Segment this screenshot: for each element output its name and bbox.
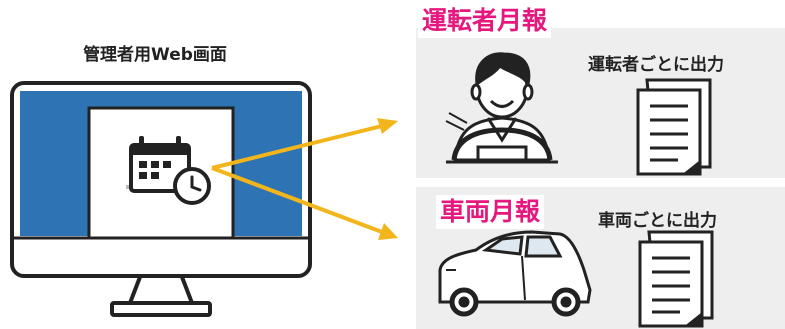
vehicle-report-title: 車両月報 [436, 195, 545, 229]
driver-icon [445, 52, 558, 164]
driver-report-description: 運転者ごとに出力 [588, 55, 724, 75]
arrows [211, 124, 383, 234]
document-icon-vehicle [638, 230, 714, 328]
arrowhead-vehicle [378, 223, 398, 240]
vehicle-report-description: 車両ごとに出力 [598, 211, 717, 231]
monitor-base [110, 301, 212, 317]
calendar-clock-icon [126, 136, 211, 205]
monitor [10, 81, 312, 317]
arrow-to-vehicle-report [211, 166, 383, 234]
monitor-title: 管理者用Web画面 [83, 45, 227, 65]
document-icon [636, 78, 712, 176]
arrow-to-driver-report [211, 124, 383, 170]
arrowhead-driver [377, 118, 398, 134]
driver-report-title: 運転者月報 [418, 4, 552, 38]
monitor-stand [128, 276, 194, 304]
car-icon [438, 230, 592, 317]
